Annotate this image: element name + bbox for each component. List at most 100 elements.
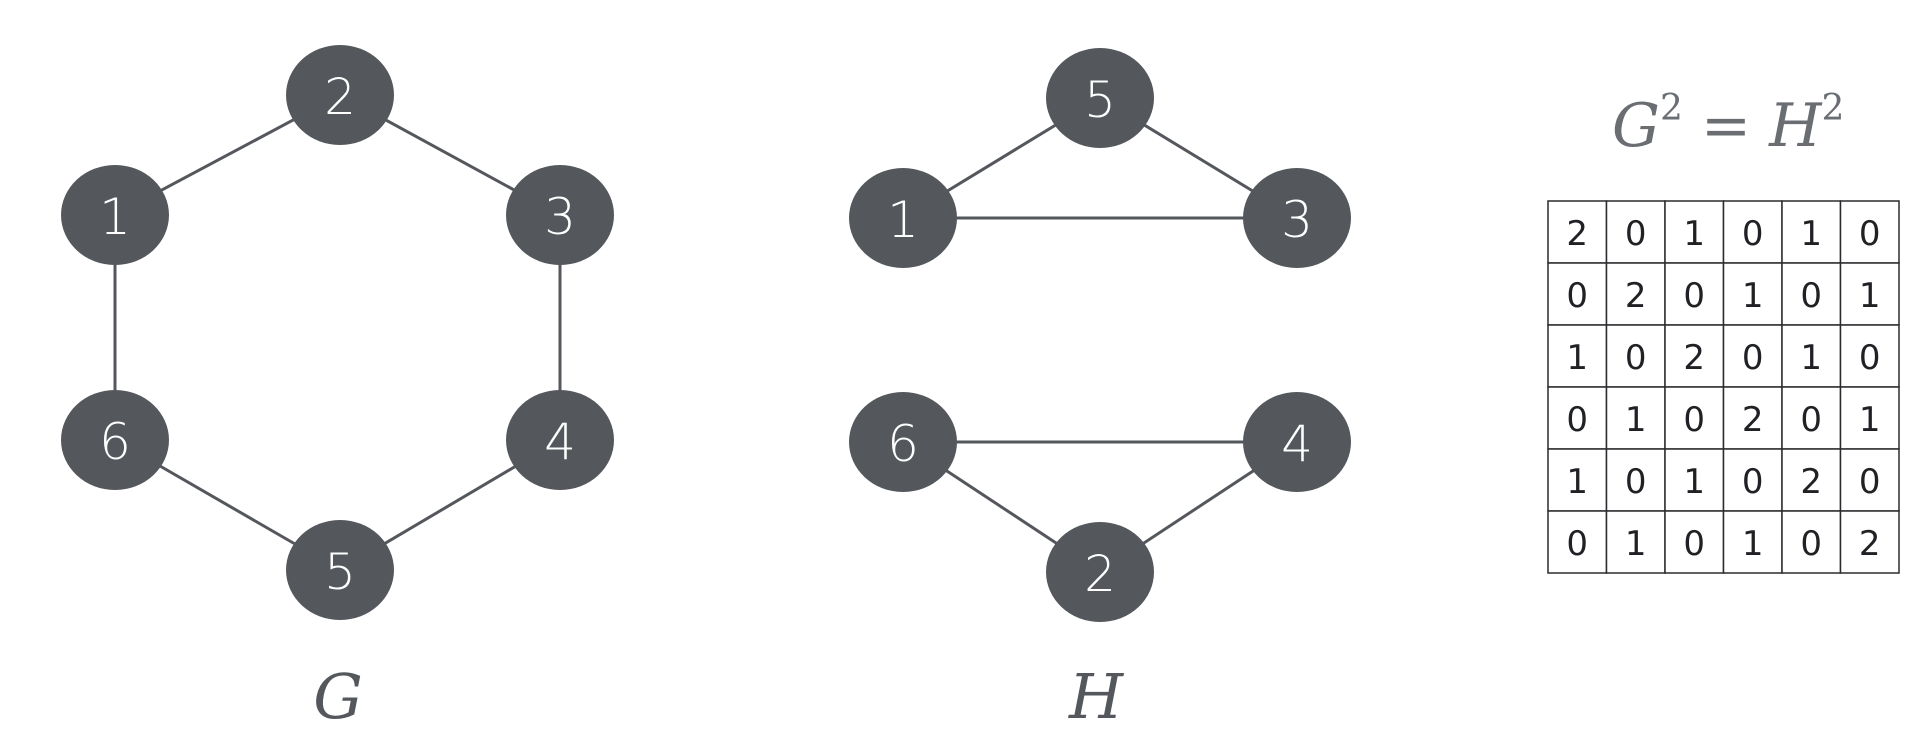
matrix-value: 1 xyxy=(1742,276,1764,316)
node-circle xyxy=(61,165,169,265)
matrix-cell-2-0: 1 xyxy=(1547,324,1608,388)
matrix-cell-box xyxy=(1664,448,1725,512)
node-h-1: 1 xyxy=(849,168,957,268)
matrix-cell-1-0: 0 xyxy=(1547,262,1608,326)
equation-operator: = xyxy=(1701,91,1751,161)
equation-left-base: G xyxy=(1612,91,1660,161)
matrix-value: 0 xyxy=(1625,462,1647,502)
matrix-value: 1 xyxy=(1625,524,1647,564)
matrix-value: 2 xyxy=(1625,276,1647,316)
matrix-cell-box xyxy=(1722,386,1783,450)
matrix-cell-4-0: 1 xyxy=(1547,448,1608,512)
node-circle xyxy=(506,165,614,265)
matrix-value: 1 xyxy=(1800,338,1822,378)
matrix-value: 2 xyxy=(1859,524,1881,564)
matrix-cell-2-5: 0 xyxy=(1839,324,1900,388)
matrix-cell-5-0: 0 xyxy=(1547,510,1608,574)
matrix-cell-5-5: 2 xyxy=(1839,510,1900,574)
matrix-cell-4-1: 0 xyxy=(1605,448,1666,512)
node-circle xyxy=(286,45,394,145)
matrix-cell-5-4: 0 xyxy=(1781,510,1842,574)
matrix-cell-box xyxy=(1839,262,1900,326)
matrix-cell-1-5: 1 xyxy=(1839,262,1900,326)
node-h-4: 4 xyxy=(1243,392,1351,492)
matrix-value: 0 xyxy=(1859,462,1881,502)
matrix-value: 2 xyxy=(1566,214,1588,254)
node-g-4: 4 xyxy=(506,390,614,490)
node-g-3: 3 xyxy=(506,165,614,265)
matrix-cell-5-3: 1 xyxy=(1722,510,1783,574)
matrix-cell-2-3: 0 xyxy=(1722,324,1783,388)
node-label: 5 xyxy=(1084,71,1116,129)
matrix-cell-4-2: 1 xyxy=(1664,448,1725,512)
node-label: 2 xyxy=(324,68,356,126)
node-g-6: 6 xyxy=(61,390,169,490)
matrix-cell-box xyxy=(1547,448,1608,512)
matrix-cell-0-3: 0 xyxy=(1722,200,1783,264)
matrix-value: 0 xyxy=(1625,214,1647,254)
matrix-cell-4-5: 0 xyxy=(1839,448,1900,512)
matrix-cell-5-2: 0 xyxy=(1664,510,1725,574)
node-label: 4 xyxy=(1281,415,1313,473)
node-label: 3 xyxy=(544,188,576,246)
matrix-cell-0-4: 1 xyxy=(1781,200,1842,264)
matrix-cell-box xyxy=(1781,262,1842,326)
matrix-cell-box xyxy=(1839,324,1900,388)
node-h-5: 5 xyxy=(1046,48,1154,148)
matrix-value: 0 xyxy=(1566,276,1588,316)
matrix-cell-box xyxy=(1781,510,1842,574)
node-g-1: 1 xyxy=(61,165,169,265)
matrix-value: 0 xyxy=(1625,338,1647,378)
equation-left-exp: 2 xyxy=(1660,88,1683,129)
node-label: 2 xyxy=(1084,545,1116,603)
node-h-3: 3 xyxy=(1243,168,1351,268)
matrix-value: 0 xyxy=(1683,524,1705,564)
matrix-value: 1 xyxy=(1566,462,1588,502)
matrix-value: 1 xyxy=(1625,400,1647,440)
node-circle xyxy=(1243,392,1351,492)
matrix-cell-box xyxy=(1781,324,1842,388)
node-h-6: 6 xyxy=(849,392,957,492)
matrix-value: 1 xyxy=(1859,276,1881,316)
node-circle xyxy=(1046,522,1154,622)
matrix-cell-box xyxy=(1839,386,1900,450)
matrix-cell-3-1: 1 xyxy=(1605,386,1666,450)
matrix-value: 1 xyxy=(1566,338,1588,378)
matrix-cell-box xyxy=(1839,200,1900,264)
matrix-value: 0 xyxy=(1859,214,1881,254)
graph-h: 5 1 3 6 4 2 H xyxy=(849,48,1351,733)
matrix-cell-box xyxy=(1547,510,1608,574)
node-circle xyxy=(849,168,957,268)
node-label: 1 xyxy=(99,188,131,246)
matrix-cell-3-0: 0 xyxy=(1547,386,1608,450)
matrix-value: 0 xyxy=(1566,524,1588,564)
matrix-value: 0 xyxy=(1800,524,1822,564)
matrix-cell-1-1: 2 xyxy=(1605,262,1666,326)
equation-right-base: H xyxy=(1768,91,1823,161)
matrix-value: 0 xyxy=(1742,338,1764,378)
matrix-cell-box xyxy=(1839,510,1900,574)
matrix-value: 0 xyxy=(1683,400,1705,440)
matrix-value: 0 xyxy=(1800,400,1822,440)
matrix-cell-4-3: 0 xyxy=(1722,448,1783,512)
matrix-value: 0 xyxy=(1742,214,1764,254)
matrix-value: 1 xyxy=(1800,214,1822,254)
matrix-value: 1 xyxy=(1859,400,1881,440)
matrix-cell-4-4: 2 xyxy=(1781,448,1842,512)
matrix-cell-box xyxy=(1605,262,1666,326)
node-h-2: 2 xyxy=(1046,522,1154,622)
matrix-cell-1-2: 0 xyxy=(1664,262,1725,326)
matrix-cell-box xyxy=(1605,386,1666,450)
matrix-cell-3-4: 0 xyxy=(1781,386,1842,450)
matrix-value: 1 xyxy=(1742,524,1764,564)
matrix-cell-box xyxy=(1722,200,1783,264)
matrix-value: 0 xyxy=(1800,276,1822,316)
matrix-cell-0-5: 0 xyxy=(1839,200,1900,264)
graph-h-name: H xyxy=(1068,660,1125,733)
node-circle xyxy=(1243,168,1351,268)
node-circle xyxy=(61,390,169,490)
graph-g-edges xyxy=(113,93,562,572)
